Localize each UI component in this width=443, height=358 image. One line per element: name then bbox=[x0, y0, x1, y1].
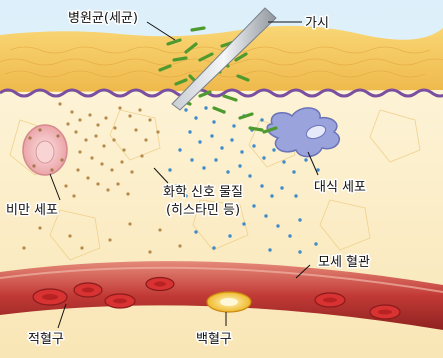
macrophage-label: 대식 세포 bbox=[314, 180, 366, 195]
wbc-label: 백혈구 bbox=[196, 332, 232, 347]
chemical-signal-label-line1: 화학 신호 물질 bbox=[163, 185, 243, 200]
white-blood-cell bbox=[207, 292, 251, 312]
pathogen-label: 병원균(세균) bbox=[68, 11, 138, 26]
chemical-signal-label-line2: (히스타민 등) bbox=[166, 203, 240, 218]
mast-cell-label: 비만 세포 bbox=[6, 203, 58, 218]
mast-cell bbox=[23, 125, 67, 175]
rbc-label: 적혈구 bbox=[28, 332, 64, 347]
capillary-label: 모세 혈관 bbox=[318, 255, 370, 270]
thorn-label: 가시 bbox=[305, 16, 329, 31]
